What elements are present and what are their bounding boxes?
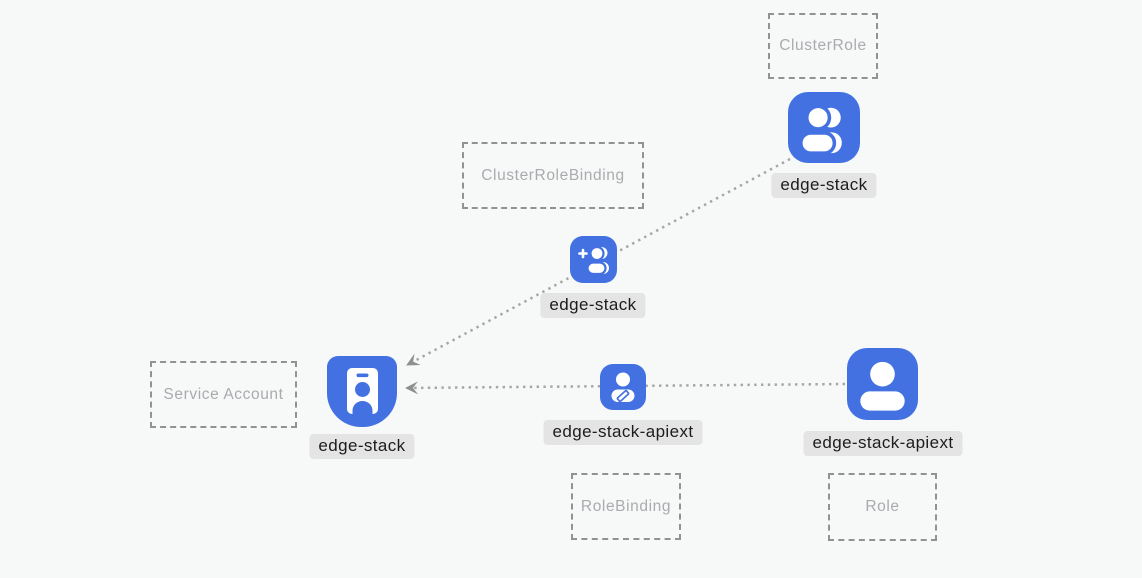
node-label-role: edge-stack-apiext [803, 431, 963, 456]
type-box-clusterrole-label: ClusterRole [779, 37, 867, 54]
id-badge-icon [347, 368, 378, 414]
type-box-role-label: Role [865, 498, 900, 515]
user-plus-icon [578, 245, 609, 276]
node-clusterrole-edge-stack[interactable] [788, 92, 860, 163]
edge-clusterrole-to-serviceaccount [406, 157, 791, 367]
type-box-clusterrolebinding: ClusterRoleBinding [462, 142, 644, 209]
type-box-rolebinding-label: RoleBinding [580, 497, 672, 515]
type-box-rolebinding: RoleBinding [571, 473, 681, 540]
user-edit-icon [611, 372, 635, 403]
node-serviceaccount-edge-stack[interactable] [327, 356, 397, 427]
type-box-serviceaccount-label: Service Account [163, 385, 284, 403]
node-label-serviceaccount: edge-stack [309, 434, 415, 459]
user-icon [860, 361, 905, 411]
node-label-rolebinding: edge-stack-apiext [543, 420, 703, 445]
node-clusterrolebinding-edge-stack[interactable] [570, 236, 617, 283]
node-rolebinding-edge-stack-apiext[interactable] [600, 364, 646, 410]
type-box-role: Role [828, 473, 937, 541]
node-role-edge-stack-apiext[interactable] [847, 348, 918, 420]
type-box-clusterrole: ClusterRole [768, 13, 878, 79]
type-box-clusterrolebinding-label: ClusterRoleBinding [481, 166, 625, 184]
node-label-clusterrolebinding: edge-stack [540, 293, 646, 318]
type-box-serviceaccount: Service Account [150, 361, 297, 428]
users-icon [799, 104, 842, 155]
node-label-clusterrole: edge-stack [771, 173, 877, 198]
